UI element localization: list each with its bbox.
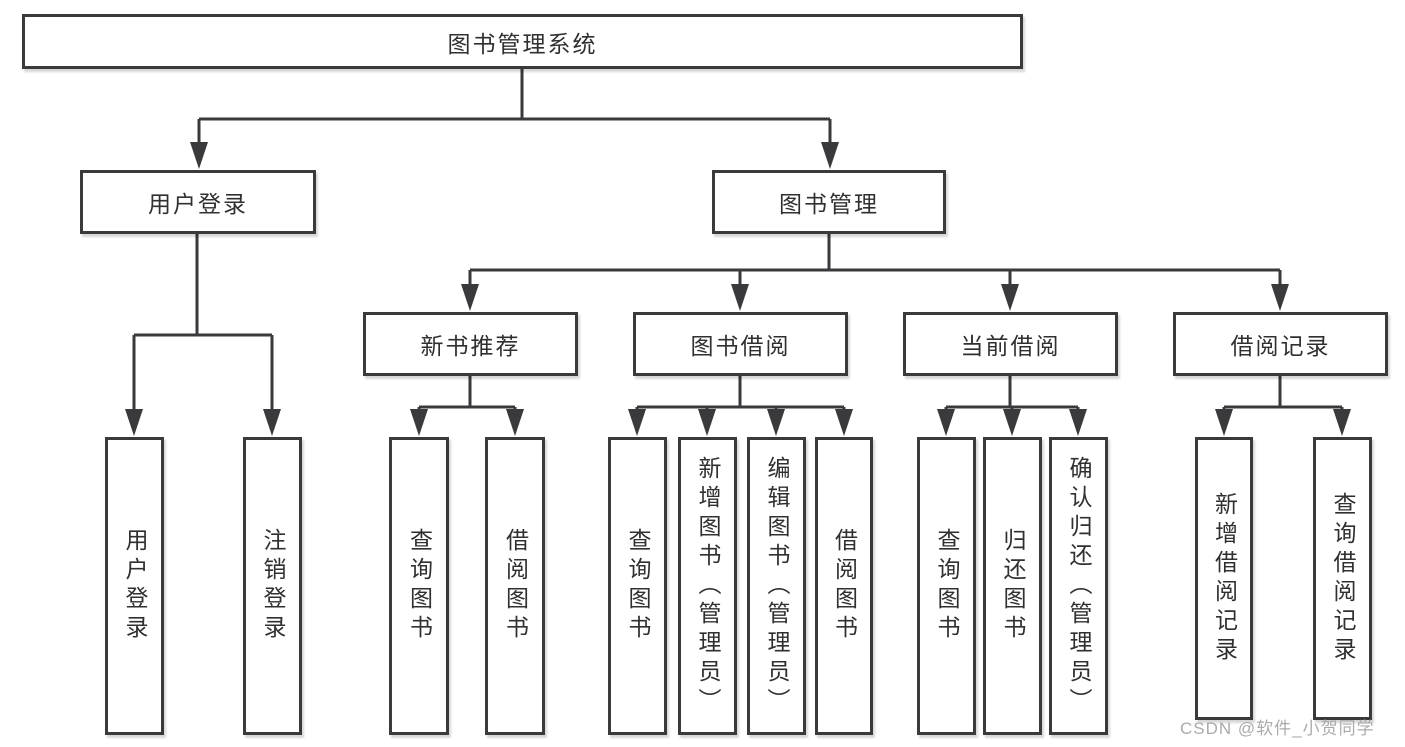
node-book-management: 图书管理 [712,170,946,234]
node-label: 新增借阅记录 [1211,491,1238,666]
node-leaf-edit-book-admin: 编辑图书（管理员） [747,437,806,735]
node-leaf-logout: 注销登录 [243,437,302,735]
node-leaf-query-books-current: 查询图书 [917,437,976,735]
node-label: 查询图书 [406,528,433,644]
node-current-borrowing: 当前借阅 [903,312,1118,376]
node-leaf-borrow-books-recommend: 借阅图书 [485,437,545,735]
node-leaf-add-book-admin: 新增图书（管理员） [678,437,737,735]
node-borrowing-records: 借阅记录 [1173,312,1388,376]
node-label: 当前借阅 [960,333,1061,359]
node-label: 用户登录 [148,191,248,217]
node-label: 借阅图书 [502,528,529,644]
node-label: 新增图书（管理员） [695,455,721,717]
node-leaf-confirm-return-admin: 确认归还（管理员） [1049,437,1108,735]
node-new-book-recommend: 新书推荐 [363,312,578,376]
node-label: 查询图书 [625,528,651,644]
node-label: 编辑图书（管理员） [764,455,790,717]
csdn-watermark: CSDN @软件_小贺同学 [1180,719,1375,738]
arrowheads [125,142,1351,436]
node-label: 确认归还（管理员） [1066,455,1092,717]
node-leaf-add-borrow-record: 新增借阅记录 [1195,437,1253,720]
node-label: 查询借阅记录 [1330,491,1356,666]
node-leaf-borrow-books-borrowing: 借阅图书 [815,437,873,735]
node-label: 新书推荐 [420,333,521,359]
node-label: 图书借阅 [690,333,791,359]
node-user-login: 用户登录 [80,170,316,234]
node-leaf-user-login: 用户登录 [105,437,164,735]
node-leaf-return-book: 归还图书 [983,437,1042,735]
node-root-system: 图书管理系统 [22,14,1023,69]
node-label: 查询图书 [934,528,960,644]
node-label: 归还图书 [1000,528,1026,644]
node-leaf-query-books-borrowing: 查询图书 [608,437,667,735]
node-label: 借阅记录 [1230,333,1331,359]
node-label: 注销登录 [260,528,286,644]
node-label: 借阅图书 [831,528,858,644]
node-label: 图书管理系统 [447,30,598,57]
node-label: 图书管理 [779,191,879,217]
node-leaf-query-books-recommend: 查询图书 [389,437,449,735]
node-leaf-query-borrow-record: 查询借阅记录 [1313,437,1372,720]
node-book-borrowing: 图书借阅 [633,312,848,376]
node-label: 用户登录 [122,528,148,644]
